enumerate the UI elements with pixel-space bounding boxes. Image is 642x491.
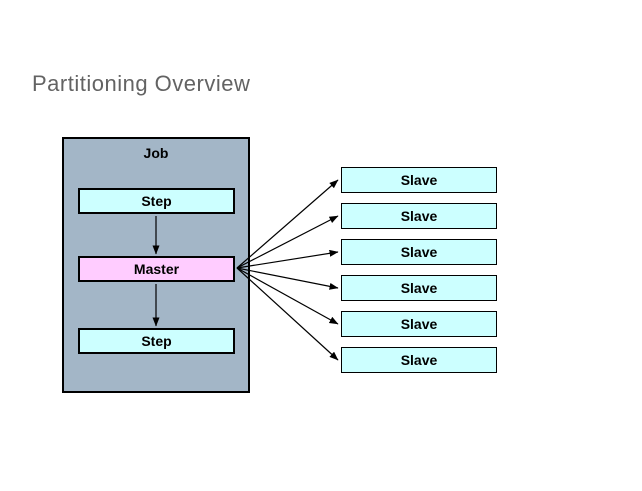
slave-label-2: Slave	[400, 208, 438, 224]
slave-box-6: Slave	[341, 347, 497, 373]
slave-box-1: Slave	[341, 167, 497, 193]
step-top-box: Step	[78, 188, 235, 214]
step-bottom-label: Step	[141, 333, 172, 349]
step-bottom-box: Step	[78, 328, 235, 354]
slave-label-4: Slave	[400, 280, 438, 296]
arrow-master-to-slave-6	[236, 267, 339, 361]
slave-box-4: Slave	[341, 275, 497, 301]
arrow-master-to-slave-1	[236, 179, 339, 269]
slave-label-6: Slave	[400, 352, 438, 368]
arrow-master-to-slave-3	[236, 249, 339, 269]
slave-label-3: Slave	[400, 244, 438, 260]
slave-box-2: Slave	[341, 203, 497, 229]
master-box: Master	[78, 256, 235, 282]
slave-box-3: Slave	[341, 239, 497, 265]
master-label: Master	[133, 261, 180, 277]
slave-box-5: Slave	[341, 311, 497, 337]
slave-label-5: Slave	[400, 316, 438, 332]
job-label: Job	[143, 145, 169, 161]
page-title: Partitioning Overview	[32, 71, 251, 96]
arrow-master-to-slave-4	[236, 267, 339, 290]
slave-label-1: Slave	[400, 172, 438, 188]
arrow-master-to-slave-5	[236, 267, 339, 325]
arrow-master-to-slave-2	[236, 215, 339, 269]
step-top-label: Step	[141, 193, 172, 209]
